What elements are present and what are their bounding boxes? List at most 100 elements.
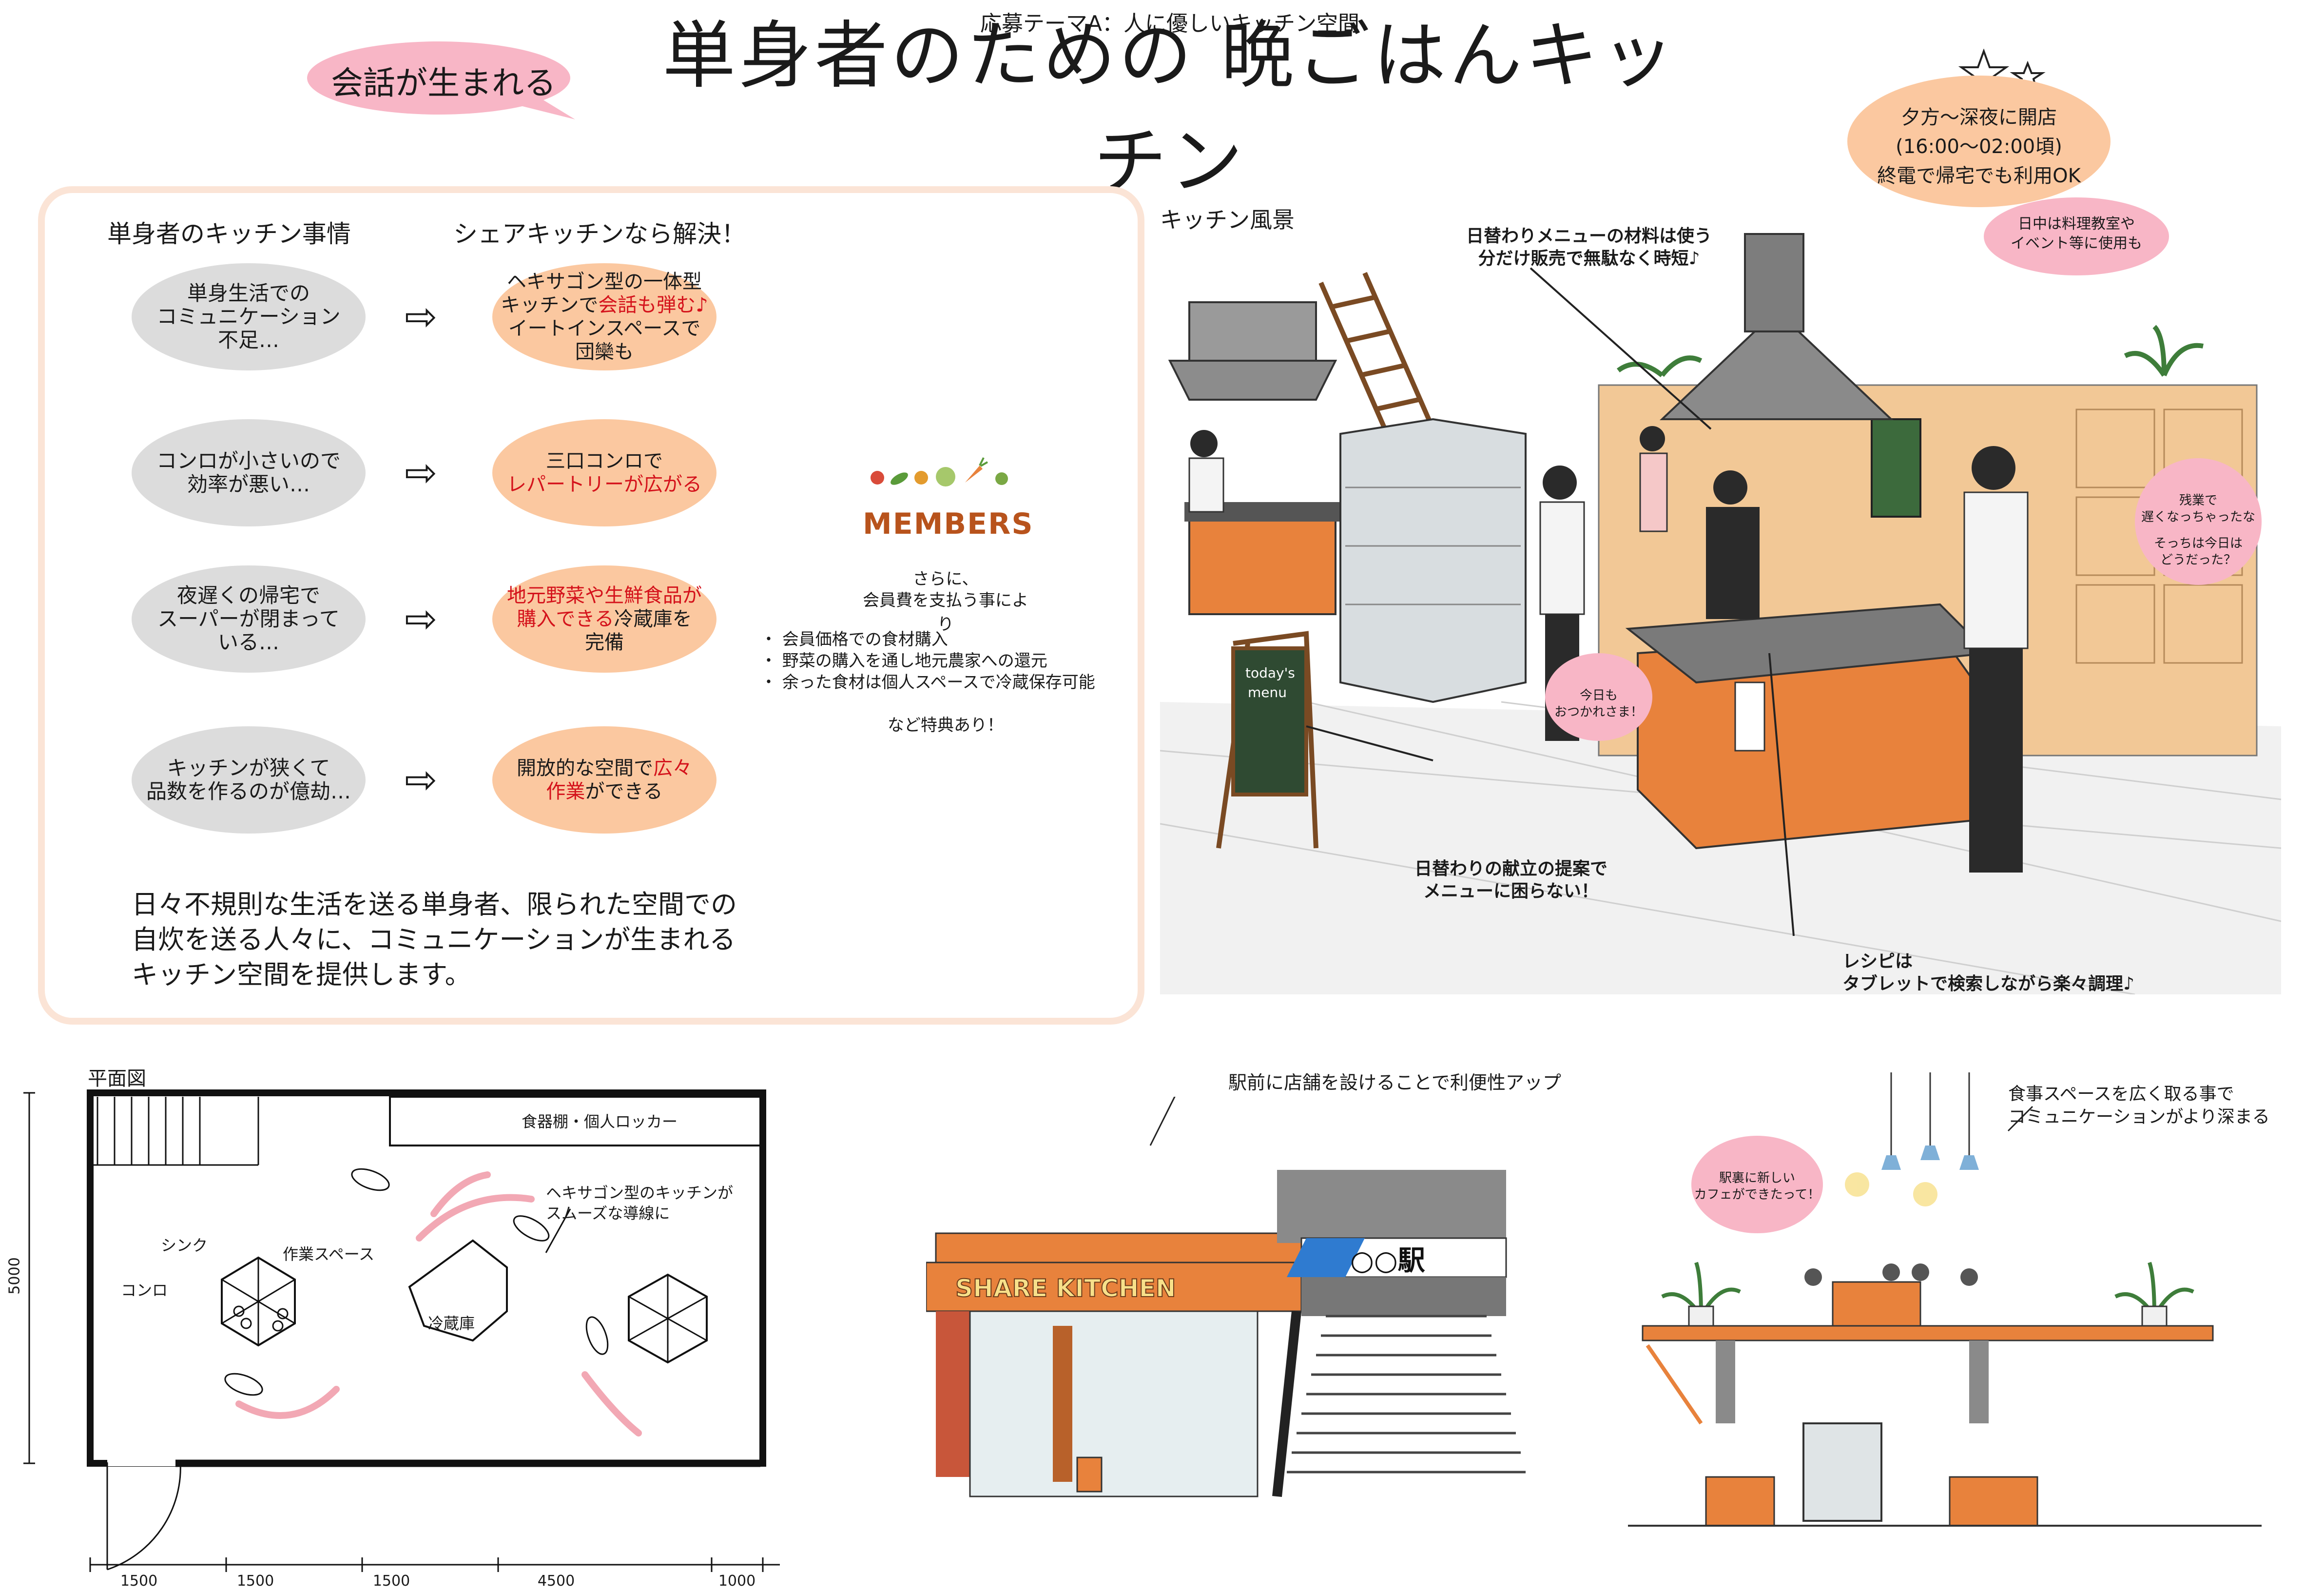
fridge-label: 冷蔵庫	[428, 1314, 475, 1333]
menu-board-line-2: menu	[1248, 684, 1287, 700]
width-dimension-4: 4500	[537, 1573, 575, 1590]
floor-plan-label: 平面図	[88, 1068, 146, 1090]
problems-panel	[38, 186, 1144, 1025]
problem-text-line: キッチンが狭くて	[167, 756, 330, 780]
solution-bubble	[492, 419, 717, 526]
solution-segment: 団欒も	[575, 341, 634, 363]
hours-line-2: (16:00〜02:00頃)	[1896, 136, 2062, 158]
callout-recipe: レシピは タブレットで検索しながら楽々調理♪	[1842, 951, 2193, 995]
speech-tonight-line-2: おつかれさま！	[1554, 705, 1643, 719]
hours-line-1: 夕方〜深夜に開店	[1901, 106, 2057, 129]
members-intro-1: さらに、	[912, 569, 979, 589]
problem-text: キッチンが狭くて品数を作るのが億劫…	[136, 757, 361, 803]
summary-line-1: 日々不規則な生活を送る単身者、限られた空間での	[132, 889, 737, 920]
sink-label: シンク	[161, 1236, 208, 1255]
height-dimension: 5000	[6, 1257, 23, 1295]
width-dimension-2: 1500	[236, 1573, 274, 1590]
problem-text-line: 夜遅くの帰宅で	[176, 583, 320, 607]
solution-text-line: 完備	[497, 631, 712, 654]
solution-highlight: 購入できる	[517, 608, 614, 630]
daytime-note: 日中は料理教室や イベント等に使用も	[1984, 214, 2169, 253]
callout-menu-line-1: 日替わりの献立の提案で	[1414, 859, 1607, 879]
solution-segment: 完備	[585, 631, 624, 654]
tagline: 会話が生まれる	[331, 64, 556, 102]
callout-menu: 日替わりの献立の提案で メニューに困らない！	[1384, 858, 1638, 903]
problems-heading: 単身者のキッチン事情	[107, 220, 351, 248]
problem-bubble	[132, 726, 366, 834]
width-dimension-1: 1500	[120, 1573, 158, 1590]
width-dimension-3: 1500	[372, 1573, 410, 1590]
solution-text-line: 開放的な空間で広々	[497, 757, 712, 780]
vegetables-icon	[871, 457, 1008, 486]
solution-highlight: 地元野菜や生鮮食品が	[507, 584, 702, 607]
solution-text: 開放的な空間で広々作業ができる	[497, 757, 712, 803]
storefront-caption: 駅前に店舗を設けることで利便性アップ	[1228, 1072, 1561, 1093]
solutions-heading: シェアキッチンなら解決！	[453, 220, 746, 248]
callout-menu-line-2: メニューに困らない！	[1423, 881, 1599, 901]
solution-text-line: キッチンで会話も弾む♪	[497, 293, 712, 317]
solution-bubble	[492, 263, 717, 370]
solution-segment: 冷蔵庫を	[614, 608, 692, 630]
solution-highlight: 広々	[653, 757, 692, 779]
problem-bubble	[132, 263, 366, 370]
members-closing: など特典あり！	[888, 716, 1004, 735]
contest-theme: 応募テーマA：人に優しいキッチン空間	[980, 11, 1360, 36]
page-title: 単身者のための 晩ごはんキッチン	[662, 14, 1677, 204]
solution-text-line: 三口コンロで	[497, 449, 712, 473]
speech-overtime-line-3	[2137, 525, 2259, 535]
section-caption-line-1: 食事スペースを広く取る事で	[2008, 1084, 2234, 1104]
daytime-note-line-2: イベント等に使用も	[2011, 235, 2142, 252]
solution-highlight: レパートリーが広がる	[507, 473, 702, 496]
callout-ingredients-line-1: 日替わりメニューの材料は使う	[1466, 226, 1712, 246]
solution-text-line: レパートリーが広がる	[497, 473, 712, 496]
arrow-right-icon: ⇨	[405, 596, 438, 641]
solution-bubble	[492, 726, 717, 834]
solution-text: 三口コンロでレパートリーが広がる	[497, 449, 712, 496]
problem-text-line: 単身生活での	[187, 281, 310, 305]
solution-bubble	[492, 565, 717, 673]
callout-ingredients-line-2: 分だけ販売で無駄なく時短♪	[1478, 249, 1700, 269]
callout-recipe-line-2: タブレットで検索しながら楽々調理♪	[1842, 974, 2134, 994]
tagline-speech-bubble	[307, 41, 575, 119]
daytime-note-line-1: 日中は料理教室や	[2018, 215, 2135, 233]
solution-text: ヘキサゴン型の一体型キッチンで会話も弾む♪イートインスペースで団欒も	[497, 270, 712, 364]
plan-note-line-1: ヘキサゴン型のキッチンが	[546, 1184, 734, 1202]
solution-text: 地元野菜や生鮮食品が購入できる冷蔵庫を完備	[497, 584, 712, 654]
solution-segment: イートインスペースで	[508, 317, 701, 340]
locker-label: 食器棚・個人ロッカー	[521, 1112, 678, 1131]
solution-text-line: ヘキサゴン型の一体型	[497, 270, 712, 293]
problem-text-line: 効率が悪い…	[187, 472, 310, 496]
problem-bubble	[132, 419, 366, 526]
arrow-right-icon: ⇨	[405, 757, 438, 802]
hours-line-3: 終電で帰宅でも利用OK	[1877, 165, 2081, 187]
problem-text-line: いる…	[217, 630, 279, 654]
plan-note-line-2: スムーズな導線に	[546, 1204, 670, 1223]
problem-text-line: 品数を作るのが億劫…	[146, 779, 351, 803]
speech-cafe-line-2: カフェができたって！	[1694, 1187, 1820, 1202]
shop-sign: SHARE KITCHEN	[955, 1274, 1176, 1302]
problem-text-line: スーパーが閉まって	[157, 607, 340, 631]
kitchen-scene-label: キッチン風景	[1160, 207, 1295, 233]
callout-ingredients: 日替わりメニューの材料は使う 分だけ販売で無駄なく時短♪	[1438, 225, 1740, 270]
members-intro-2: 会員費を支払う事により	[863, 591, 1028, 634]
members-benefit-2: ・ 野菜の購入を通し地元農家への還元	[760, 651, 1047, 671]
summary-text: 日々不規則な生活を送る単身者、限られた空間での 自炊を送る人々に、コミュニケーシ…	[132, 887, 960, 992]
solution-highlight: 会話も弾む♪	[598, 294, 708, 316]
summary-line-2: 自炊を送る人々に、コミュニケーションが生まれる	[132, 924, 736, 955]
speech-bubble-tonight	[1545, 653, 1652, 741]
width-dimension-5: 1000	[718, 1573, 756, 1590]
problem-bubble	[132, 565, 366, 673]
arrow-right-icon: ⇨	[405, 294, 438, 339]
solution-text-line: 団欒も	[497, 340, 712, 364]
kitchen-scene-illustration: today's menu	[1160, 233, 2281, 994]
solution-segment: キッチンで	[501, 294, 599, 316]
speech-bubble-overtime	[2135, 458, 2262, 585]
speech-overtime: 残業で 遅くなっちゃったな そっちは今日は どうだった？	[2137, 492, 2259, 568]
solution-segment: ヘキサゴン型の一体型	[507, 271, 702, 293]
menu-board-line-1: today's	[1245, 665, 1295, 681]
speech-overtime-line-4: そっちは今日は	[2153, 536, 2243, 551]
section-caption-line-2: コミュニケーションがより深まる	[2008, 1107, 2270, 1127]
speech-tonight: 今日も おつかれさま！	[1545, 687, 1652, 720]
callout-recipe-line-1: レシピは	[1842, 951, 1913, 971]
problem-text-line: 不足…	[217, 328, 279, 352]
